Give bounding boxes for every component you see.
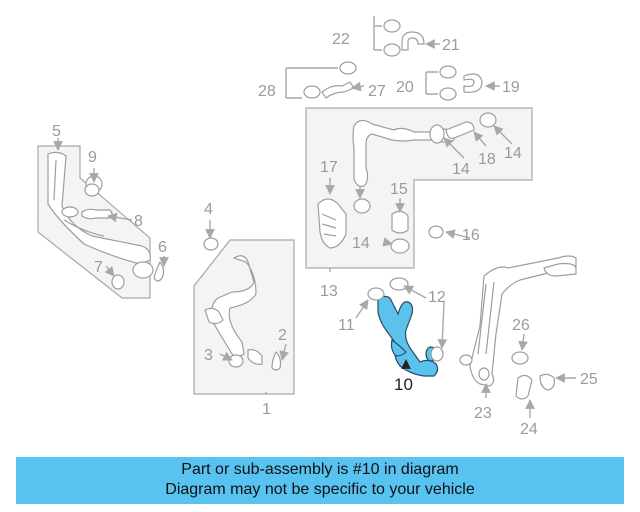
callout-23: 23 <box>474 405 492 422</box>
callout-26: 26 <box>512 317 530 334</box>
callout-27: 27 <box>368 83 386 100</box>
callout-5: 5 <box>52 123 61 140</box>
callout-18: 18 <box>478 151 496 168</box>
banner-line-1: Part or sub-assembly is #10 in diagram <box>181 461 459 478</box>
callout-16: 16 <box>462 227 480 244</box>
callout-2: 2 <box>278 327 287 344</box>
assembly-box-13 <box>305 107 533 269</box>
assembly-box-5 <box>37 145 165 299</box>
callout-13: 13 <box>320 283 338 300</box>
callout-9: 9 <box>88 149 97 166</box>
callout-24: 24 <box>520 421 538 438</box>
leader-lines <box>53 16 576 418</box>
callout-8: 8 <box>134 213 143 230</box>
callout-3: 3 <box>204 347 213 364</box>
lower-right-parts <box>459 255 577 400</box>
callout-17: 17 <box>320 159 338 176</box>
info-banner: Part or sub-assembly is #10 in diagram D… <box>16 457 624 504</box>
banner-line-2: Diagram may not be specific to your vehi… <box>165 481 475 498</box>
callout-4: 4 <box>204 201 213 218</box>
callout-7: 7 <box>94 259 103 276</box>
callout-14b: 14 <box>452 161 470 178</box>
callout-11: 11 <box>338 317 355 334</box>
upper-parts <box>84 19 483 251</box>
callout-1: 1 <box>262 401 271 418</box>
callout-21: 21 <box>442 37 460 54</box>
callout-14a: 14 <box>352 235 370 252</box>
callout-22: 22 <box>332 31 350 48</box>
callout-14c: 14 <box>504 145 522 162</box>
callout-19: 19 <box>502 79 520 96</box>
callouts: 1 2 3 4 5 6 7 8 9 10 11 12 13 14 14 14 1… <box>52 31 598 438</box>
callout-25: 25 <box>580 371 598 388</box>
callout-20: 20 <box>396 79 414 96</box>
callout-15: 15 <box>390 181 408 198</box>
callout-6: 6 <box>158 239 167 256</box>
callout-28: 28 <box>258 83 276 100</box>
callout-10[interactable]: 10 <box>394 375 413 394</box>
callout-12: 12 <box>428 289 446 306</box>
assembly-box-1 <box>193 239 295 395</box>
